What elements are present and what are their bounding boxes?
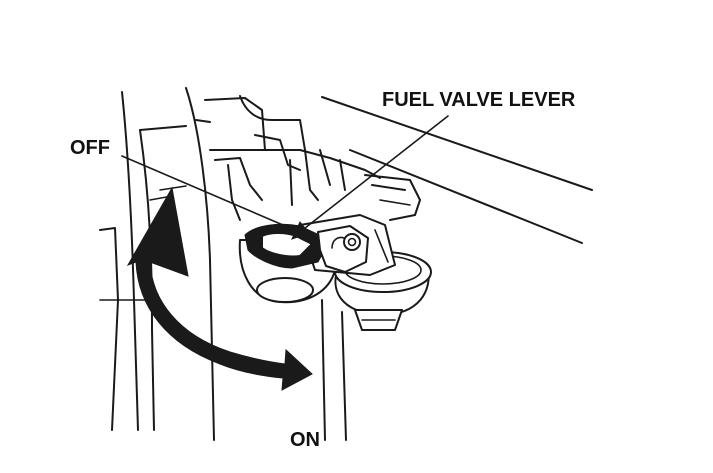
off-label: OFF — [70, 137, 110, 159]
on-label: ON — [290, 429, 320, 451]
fuel-strainer-cup — [321, 251, 432, 441]
valve-housing — [204, 95, 421, 221]
fuel-tank-edge — [321, 96, 593, 244]
off-leader-line — [121, 155, 319, 241]
lever-leader-arrow — [291, 115, 449, 240]
engine-frame — [99, 87, 215, 441]
fuel-valve-lever-label: FUEL VALVE LEVER — [382, 89, 576, 111]
double-headed-curved-arrow-icon — [126, 186, 313, 391]
